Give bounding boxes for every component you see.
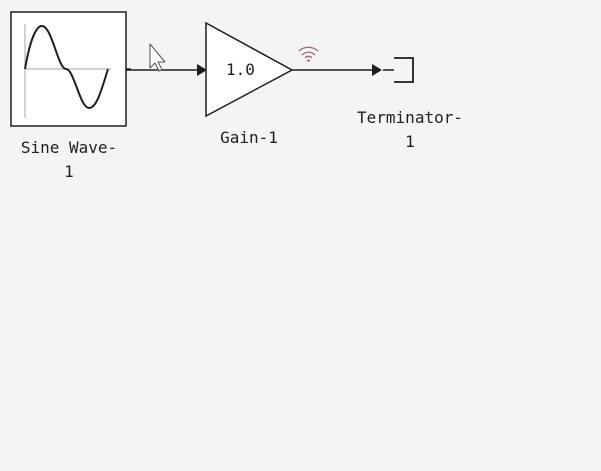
gain-block[interactable] [205, 21, 294, 118]
signal-broadcast-icon [298, 46, 319, 62]
gain-value-text: 1.0 [226, 60, 255, 79]
signal-line-sine-to-gain[interactable] [126, 64, 207, 76]
gain-triangle-icon [205, 21, 294, 118]
terminator-icon [394, 57, 414, 83]
signal-line-gain-to-terminator[interactable] [292, 64, 382, 76]
sine-wave-label[interactable]: Sine Wave- 1 [20, 138, 118, 181]
terminator-label[interactable]: Terminator- 1 [357, 108, 463, 151]
mouse-pointer-icon [149, 43, 166, 72]
sine-wave-block[interactable] [10, 11, 131, 127]
gain-label[interactable]: Gain-1 [220, 128, 278, 147]
sine-wave-icon [24, 24, 111, 118]
terminator-block[interactable] [383, 57, 414, 83]
